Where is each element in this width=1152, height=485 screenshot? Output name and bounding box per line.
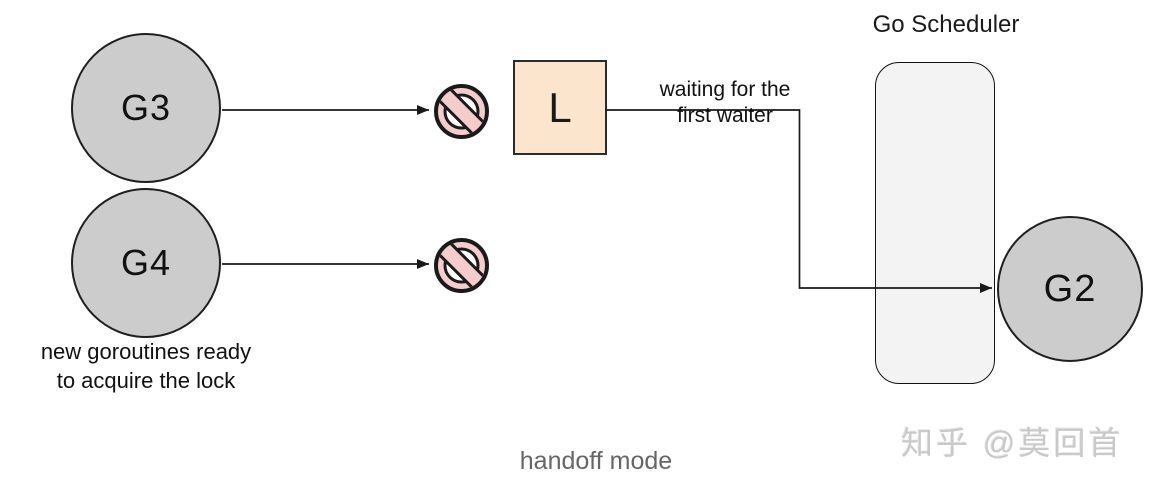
scheduler-box bbox=[875, 62, 995, 384]
diagram-title: handoff mode bbox=[519, 447, 673, 475]
no-entry-icon bbox=[434, 238, 489, 293]
lock-label: L bbox=[548, 83, 572, 131]
goroutine-g2-label: G2 bbox=[1043, 267, 1097, 310]
goroutine-g3-node: G3 bbox=[71, 33, 221, 183]
goroutine-g4-node: G4 bbox=[71, 188, 221, 338]
goroutine-g3-label: G3 bbox=[120, 87, 172, 128]
new-goroutines-caption: new goroutines ready to acquire the lock bbox=[40, 339, 252, 393]
zhihu-watermark: 知乎 @莫回首 bbox=[901, 425, 1124, 461]
goroutine-g4-label: G4 bbox=[120, 242, 172, 283]
goroutine-g2-node: G2 bbox=[997, 216, 1143, 362]
waiting-for-first-waiter-label: waiting for the first waiter bbox=[659, 78, 791, 127]
no-entry-icon bbox=[434, 84, 489, 139]
lock-node: L bbox=[513, 60, 607, 155]
scheduler-label: Go Scheduler bbox=[872, 11, 1020, 38]
